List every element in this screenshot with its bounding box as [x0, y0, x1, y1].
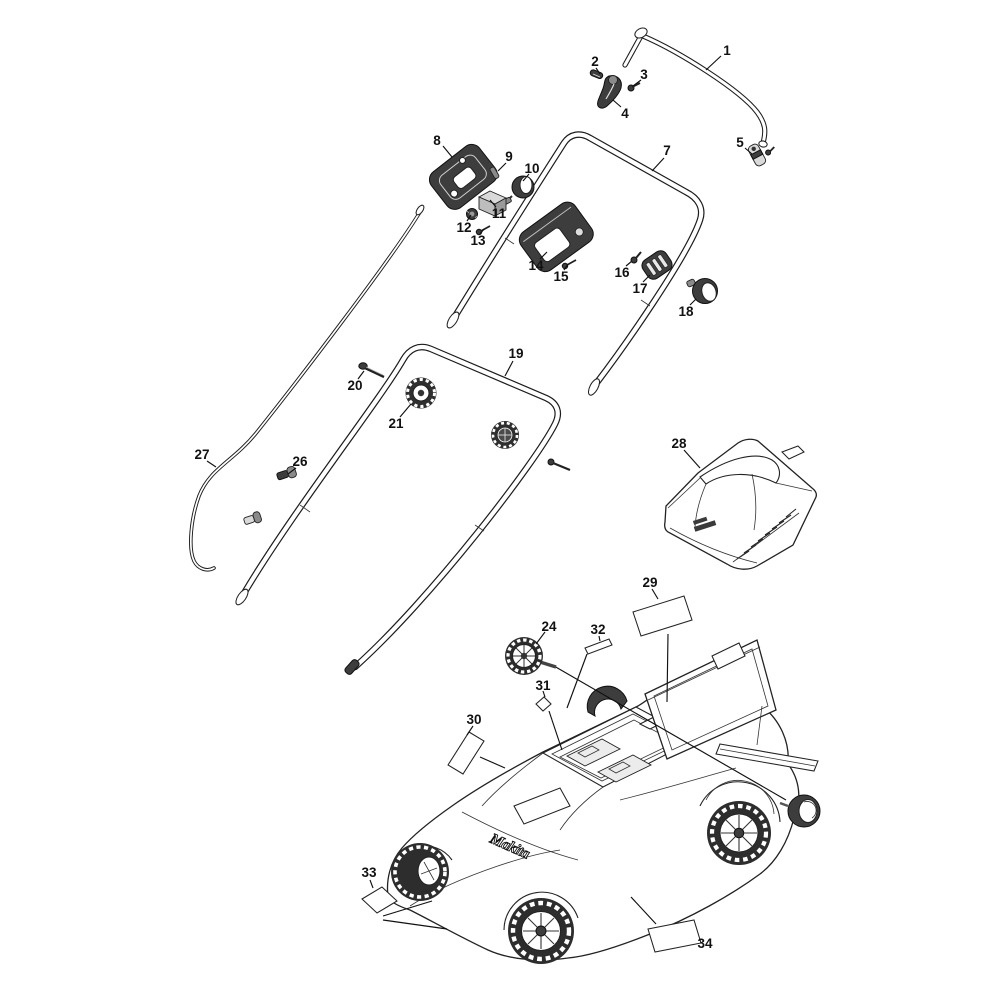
- front-right-wheel: [508, 898, 574, 964]
- part-label-17[interactable]: 17: [632, 281, 647, 296]
- switch-housing-lower: [518, 201, 594, 273]
- part-label-28[interactable]: 28: [671, 436, 687, 451]
- part-callouts: 1 2 3 4 5 7 8 9 10 11 12 13 14 15 16 17 …: [194, 43, 744, 951]
- front-vent-recess: [513, 787, 571, 825]
- wheel-hub-cap: [779, 794, 821, 828]
- part-label-33[interactable]: 33: [361, 865, 377, 880]
- handle-end-crimp: [587, 378, 601, 396]
- sticker-31: [535, 696, 552, 712]
- sticker-33: [361, 886, 398, 914]
- cover-brand-mark: [692, 516, 717, 532]
- leader-lines: [206, 55, 753, 930]
- part-label-1[interactable]: 1: [723, 43, 731, 58]
- part-label-9[interactable]: 9: [505, 149, 513, 164]
- part-label-20[interactable]: 20: [347, 378, 362, 393]
- bail-switch-bar: [622, 27, 768, 148]
- cable-clip-26: [276, 466, 297, 481]
- screw-15: [561, 259, 577, 270]
- cover-hinge-tab: [781, 445, 805, 460]
- part-label-19[interactable]: 19: [508, 346, 523, 361]
- handle-clamp-17: [641, 250, 673, 280]
- handle-clamp-knob-back: [491, 421, 519, 449]
- rear-left-wheel: [586, 685, 628, 718]
- part-label-13[interactable]: 13: [470, 233, 486, 248]
- set-screw-2: [589, 69, 604, 79]
- upper-handle-bar: [446, 131, 705, 396]
- part-label-15[interactable]: 15: [553, 269, 569, 284]
- sticker-34: [647, 919, 702, 953]
- rear-handle-bracket: [715, 705, 819, 772]
- part-label-16[interactable]: 16: [614, 265, 630, 280]
- spacer-block-11: [477, 190, 508, 217]
- door-handle-recess: [711, 642, 746, 670]
- power-cable: [189, 204, 425, 572]
- part-label-30[interactable]: 30: [466, 712, 481, 727]
- bail-end-tip: [758, 140, 768, 148]
- part-label-32[interactable]: 32: [590, 622, 605, 637]
- part-label-7[interactable]: 7: [663, 143, 671, 158]
- cable-end-tip: [415, 204, 425, 216]
- bail-end-cap: [634, 27, 648, 39]
- cover-vents: [732, 508, 800, 563]
- part-label-27[interactable]: 27: [194, 447, 209, 462]
- part-label-10[interactable]: 10: [524, 161, 539, 176]
- lower-handle-bar: [235, 343, 561, 675]
- part-label-5[interactable]: 5: [736, 135, 744, 150]
- battery-cover: [663, 438, 818, 570]
- switch-housing-upper: [428, 143, 498, 210]
- clamp-knob-18: [686, 278, 718, 304]
- handle-clamp-knob-21: [405, 377, 437, 409]
- cable-clamp-5: [747, 143, 775, 167]
- carriage-bolt-back: [547, 458, 571, 472]
- front-left-wheel: [391, 843, 449, 901]
- part-label-29[interactable]: 29: [642, 575, 657, 590]
- handle-end-crimp-dark: [344, 659, 360, 675]
- rear-right-wheel: [707, 801, 771, 865]
- part-label-4[interactable]: 4: [621, 106, 629, 121]
- nut-12: [466, 208, 478, 220]
- sticker-30: [447, 731, 485, 775]
- carriage-bolt-20: [358, 362, 385, 379]
- part-label-26[interactable]: 26: [292, 454, 308, 469]
- part-label-2[interactable]: 2: [591, 54, 599, 69]
- part-label-31[interactable]: 31: [535, 678, 551, 693]
- part-label-12[interactable]: 12: [456, 220, 471, 235]
- handle-end-crimp: [235, 588, 249, 606]
- rear-wheel-24: [505, 637, 557, 675]
- sticker-29: [632, 595, 693, 637]
- part-label-14[interactable]: 14: [528, 258, 544, 273]
- screw-16: [630, 251, 642, 264]
- pin-9: [489, 166, 500, 179]
- part-label-24[interactable]: 24: [541, 619, 557, 634]
- handle-end-crimp: [446, 311, 460, 329]
- screw-3: [627, 82, 641, 92]
- mower-body: Makita: [386, 639, 819, 961]
- cable-clip-back: [243, 511, 262, 525]
- part-label-34[interactable]: 34: [697, 936, 713, 951]
- battery-door: [644, 639, 777, 760]
- part-label-18[interactable]: 18: [678, 304, 694, 319]
- wheel-axle-line: [553, 665, 787, 801]
- part-label-8[interactable]: 8: [433, 133, 441, 148]
- part-label-3[interactable]: 3: [640, 67, 648, 82]
- lock-lever-4: [597, 75, 622, 109]
- sticker-32: [584, 638, 613, 655]
- part-label-11[interactable]: 11: [492, 206, 507, 221]
- part-label-21[interactable]: 21: [388, 416, 404, 431]
